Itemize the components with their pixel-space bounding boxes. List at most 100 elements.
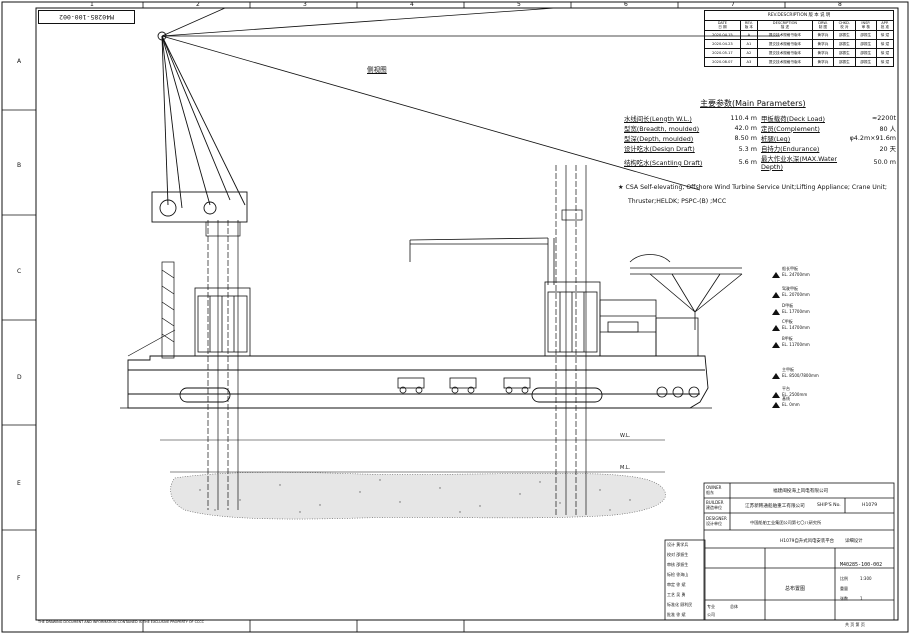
ship-no-label: SHIP'S No. — [817, 503, 841, 508]
rev-cell: 邵振生 — [832, 39, 856, 49]
parameter-row: 结构吃水(Scantling Draft) 5.6 m 最大作业水深(MAX.W… — [622, 154, 898, 171]
column-ticks — [142, 2, 786, 632]
rev-header-drw: DRW.制 图 — [811, 20, 834, 31]
rev-cell: 徐 斌 — [875, 30, 895, 40]
owner-name: 福建闽投海上风电有限公司 — [773, 489, 829, 494]
column-label: 8 — [838, 1, 842, 8]
drawing-number-tb: M40285-100-002 — [840, 562, 883, 568]
sheet-border-inner — [35, 7, 899, 621]
column-label: 4 — [410, 1, 414, 8]
title-block-frame — [664, 482, 895, 621]
main-crane — [151, 31, 248, 223]
rev-header-rev: REV.版 本 — [739, 20, 758, 31]
weight-label: 重量 — [840, 586, 848, 591]
aft-legs — [205, 220, 241, 510]
param-value: 20 天 — [879, 145, 896, 154]
rev-cell: 邵振生 — [854, 48, 877, 58]
footer-note: THE DRAWING DOCUMENT AND INFORMATION CON… — [38, 620, 205, 624]
wl-label: W.L. — [620, 433, 631, 439]
param-value: 42.0 m — [734, 124, 757, 133]
drawing-number-stamp: M40285-100-002 — [38, 10, 135, 24]
column-label: 7 — [731, 1, 735, 8]
rev-cell: 邵振生 — [832, 30, 856, 40]
sign-row: 标检 徐海山 — [667, 572, 689, 577]
hull — [127, 355, 709, 409]
rev-cell: 黄学兵 — [811, 57, 834, 67]
rev-cell: 邵振生 — [854, 57, 877, 67]
superstructure — [599, 299, 699, 357]
rev-cell: A2 — [739, 48, 758, 58]
rev-cell: 提交技术规格书版本 — [756, 48, 813, 58]
revision-row: 2020.04.15 A 提交技术规格书版本 黄学兵 邵振生 邵振生 徐 斌 — [704, 30, 895, 40]
rev-cell: 徐 斌 — [875, 57, 895, 67]
param-value: 8.50 m — [734, 134, 757, 143]
column-label: 2 — [196, 1, 200, 8]
row-label: E — [17, 480, 21, 487]
sign-row: 校对 邵振生 — [667, 552, 689, 557]
column-label: 3 — [303, 1, 307, 8]
param-label: 甲板载荷(Deck Load) — [760, 114, 825, 123]
drawing-number: M40285-100-002 — [59, 13, 114, 21]
seabed — [170, 471, 666, 520]
rev-cell: 黄学兵 — [811, 30, 834, 40]
rev-cell: 邵振生 — [832, 57, 856, 67]
revision-row: 2020.08.07 A3 提交技术规格书版本 黄学兵 邵振生 邵振生 徐 斌 — [704, 57, 895, 67]
row-label: D — [17, 374, 22, 381]
sign-row: 设计 黄学兵 — [667, 542, 689, 547]
rev-cell: 黄学兵 — [811, 39, 834, 49]
fore-legs — [555, 165, 587, 515]
row-label: F — [17, 575, 21, 582]
parameter-row: 型深(Depth, moulded) 8.50 m 桩腿(Leg) φ4.2m×… — [622, 133, 898, 143]
rev-cell: 提交技术规格书版本 — [756, 30, 813, 40]
param-value: 80 人 — [879, 124, 896, 133]
param-value: 5.3 m — [738, 144, 757, 153]
rev-cell: 徐 斌 — [875, 48, 895, 58]
drawing-title: 总布置图 — [785, 586, 806, 592]
rev-cell: 邵振生 — [854, 30, 877, 40]
project-name: H1079自升式风电安装平台 — [780, 539, 834, 544]
rev-header-chkd: CHKD.校 对 — [832, 20, 856, 31]
param-label: 结构吃水(Scantling Draft) — [624, 158, 703, 167]
discipline-label: 专业 — [707, 604, 715, 609]
class-notation-line1: ★ CSA Self-elevating, Offshore Wind Turb… — [618, 184, 887, 191]
scale-label: 比例 — [840, 576, 848, 581]
revision-row: 2020.05.17 A2 提交技术规格书版本 黄学兵 邵振生 邵振生 徐 斌 — [704, 48, 895, 58]
rev-header-app: APP.批 准 — [875, 20, 895, 31]
param-label: 设计吃水(Design Draft) — [624, 145, 695, 154]
param-label: 水线间长(Length W.L.) — [624, 114, 692, 123]
scale-value: 1:300 — [860, 576, 872, 581]
fore-jack-house — [544, 281, 601, 357]
param-label: 自持力(Endurance) — [760, 145, 820, 154]
main-parameters-title: 主要参数(Main Parameters) — [700, 99, 806, 108]
column-label: 6 — [624, 1, 628, 8]
rev-cell: 黄学兵 — [811, 48, 834, 58]
deck-equipment — [397, 377, 700, 398]
sheet-label: 张数 — [840, 596, 848, 601]
discipline-value: 总体 — [730, 604, 738, 609]
revision-row: 2020.04.23 A1 提交技术规格书版本 黄学兵 邵振生 邵振生 徐 斌 — [704, 39, 895, 49]
row-label: A — [17, 58, 22, 65]
param-value: φ4.2m×91.6m — [849, 134, 896, 143]
ml-label: M.L. — [620, 465, 631, 471]
fore-aux-crane — [409, 237, 555, 285]
sign-row: 审定 徐 斌 — [667, 582, 686, 587]
designer-name: 中国船舶工业集团公司第七〇八研究所 — [750, 520, 822, 525]
param-label: 型宽(Breadth, moulded) — [624, 124, 700, 133]
company-label: 公司 — [707, 612, 715, 617]
aft-jack-house — [194, 287, 251, 357]
helideck — [629, 254, 743, 330]
row-ticks — [2, 109, 36, 531]
rev-cell: A3 — [739, 57, 758, 67]
column-label: 1 — [90, 1, 94, 8]
rev-cell: 2020.08.07 — [704, 57, 741, 67]
rev-cell: A — [739, 30, 758, 40]
